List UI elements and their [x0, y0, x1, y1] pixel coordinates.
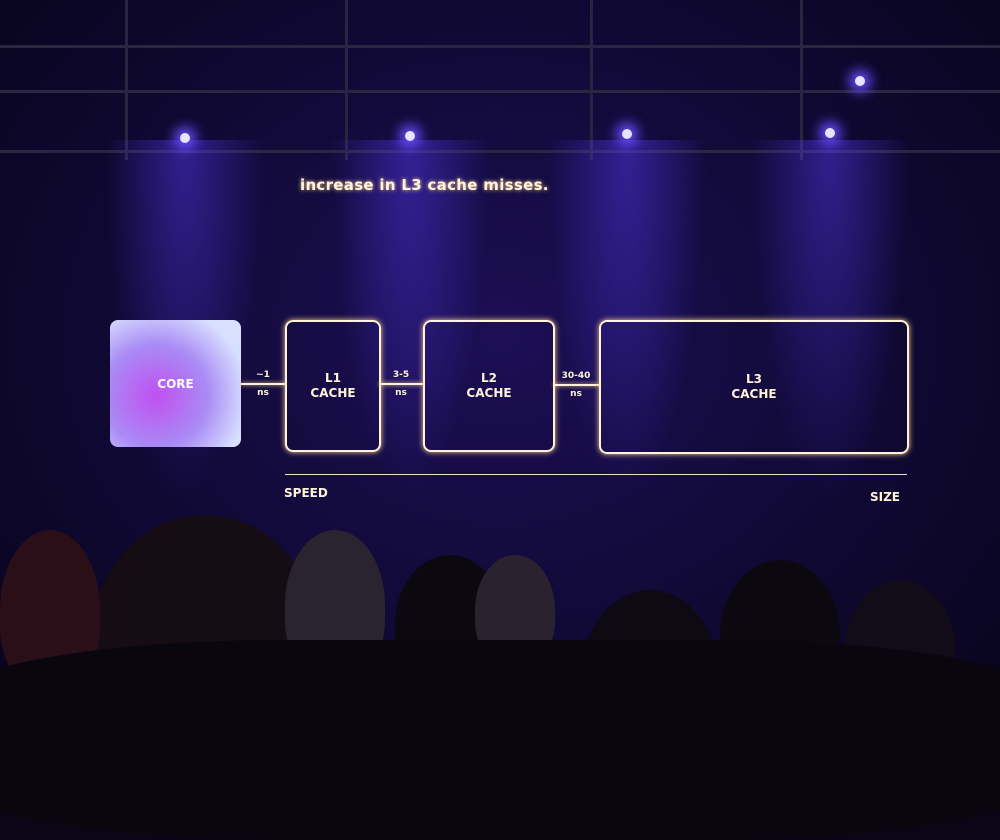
spotlight [622, 129, 632, 139]
spotlight [855, 76, 865, 86]
lighting-truss [0, 90, 1000, 93]
speed-size-axis [285, 474, 907, 475]
spotlight [825, 128, 835, 138]
axis-label-size: SIZE [870, 490, 901, 504]
truss-post [800, 0, 803, 160]
truss-post [125, 0, 128, 160]
latency-unit: ns [570, 389, 582, 399]
connector [241, 383, 285, 385]
latency-value: 3-5 [392, 370, 410, 380]
truss-post [590, 0, 593, 160]
truss-post [345, 0, 348, 160]
latency-value: ~1 [256, 370, 270, 380]
l1-cache-block: L1 CACHE [285, 320, 381, 452]
slide-caption: increase in L3 cache misses. [300, 176, 549, 194]
latency-unit: ns [257, 388, 269, 398]
spotlight [180, 133, 190, 143]
lighting-truss [0, 45, 1000, 48]
audience-crowd [0, 640, 1000, 840]
latency-unit: ns [395, 388, 407, 398]
l2-cache-block: L2 CACHE [423, 320, 555, 452]
core-block: CORE [110, 320, 241, 447]
lighting-truss [0, 150, 1000, 153]
connector [553, 384, 599, 386]
connector [379, 383, 423, 385]
spotlight [405, 131, 415, 141]
latency-value: 30-40 [561, 371, 591, 381]
core-label: CORE [157, 376, 194, 391]
l3-cache-block: L3 CACHE [599, 320, 909, 454]
axis-label-speed: SPEED [284, 486, 328, 500]
